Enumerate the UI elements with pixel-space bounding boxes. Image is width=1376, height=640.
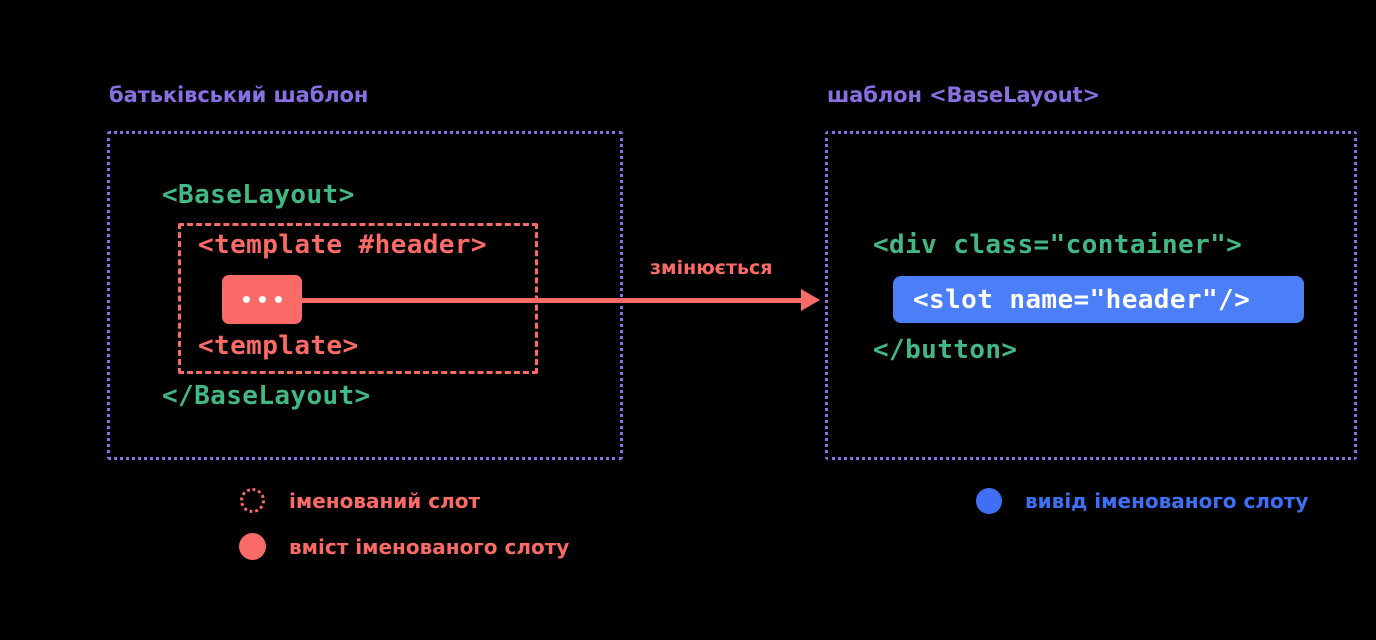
baselayout-template-heading: шаблон <BaseLayout> [827, 83, 1100, 107]
filled-circle-marker-icon [239, 533, 266, 560]
ellipsis-dot-icon [242, 296, 250, 303]
legend-label-slot-output: вивід іменованого слоту [1025, 489, 1309, 513]
code-line-baselayout-close: </BaseLayout> [162, 381, 371, 411]
code-line-slot-output: <slot name="header"/> [913, 284, 1251, 315]
filled-circle-blue-marker-icon [976, 488, 1002, 514]
legend-item-slot-content: вміст іменованого слоту [239, 533, 569, 560]
legend-item-slot-output: вивід іменованого слоту [976, 488, 1308, 514]
dashed-circle-marker-icon [240, 488, 265, 513]
named-slot-output-pill: <slot name="header"/> [893, 276, 1304, 323]
parent-template-heading: батьківський шаблон [109, 83, 369, 107]
code-line-baselayout-open: <BaseLayout> [162, 180, 355, 210]
legend-item-named-slot: іменований слот [240, 488, 480, 513]
arrow-shaft [300, 298, 802, 303]
code-line-button-close: </button> [873, 335, 1018, 365]
transform-arrow-icon [300, 289, 820, 311]
legend-label-slot-content: вміст іменованого слоту [289, 534, 570, 559]
baselayout-template-panel [825, 131, 1357, 460]
arrow-label: змінюється [650, 257, 773, 279]
legend-label-named-slot: іменований слот [289, 488, 481, 513]
code-line-template-open: <template #header> [198, 230, 487, 260]
code-line-div-open: <div class="container"> [873, 230, 1243, 260]
parent-template-panel [107, 131, 623, 460]
code-line-template-close: <template> [198, 331, 359, 361]
ellipsis-dot-icon [258, 296, 266, 303]
ellipsis-dot-icon [274, 296, 282, 303]
named-slot-content-chip [222, 275, 302, 324]
arrow-head [801, 289, 820, 311]
